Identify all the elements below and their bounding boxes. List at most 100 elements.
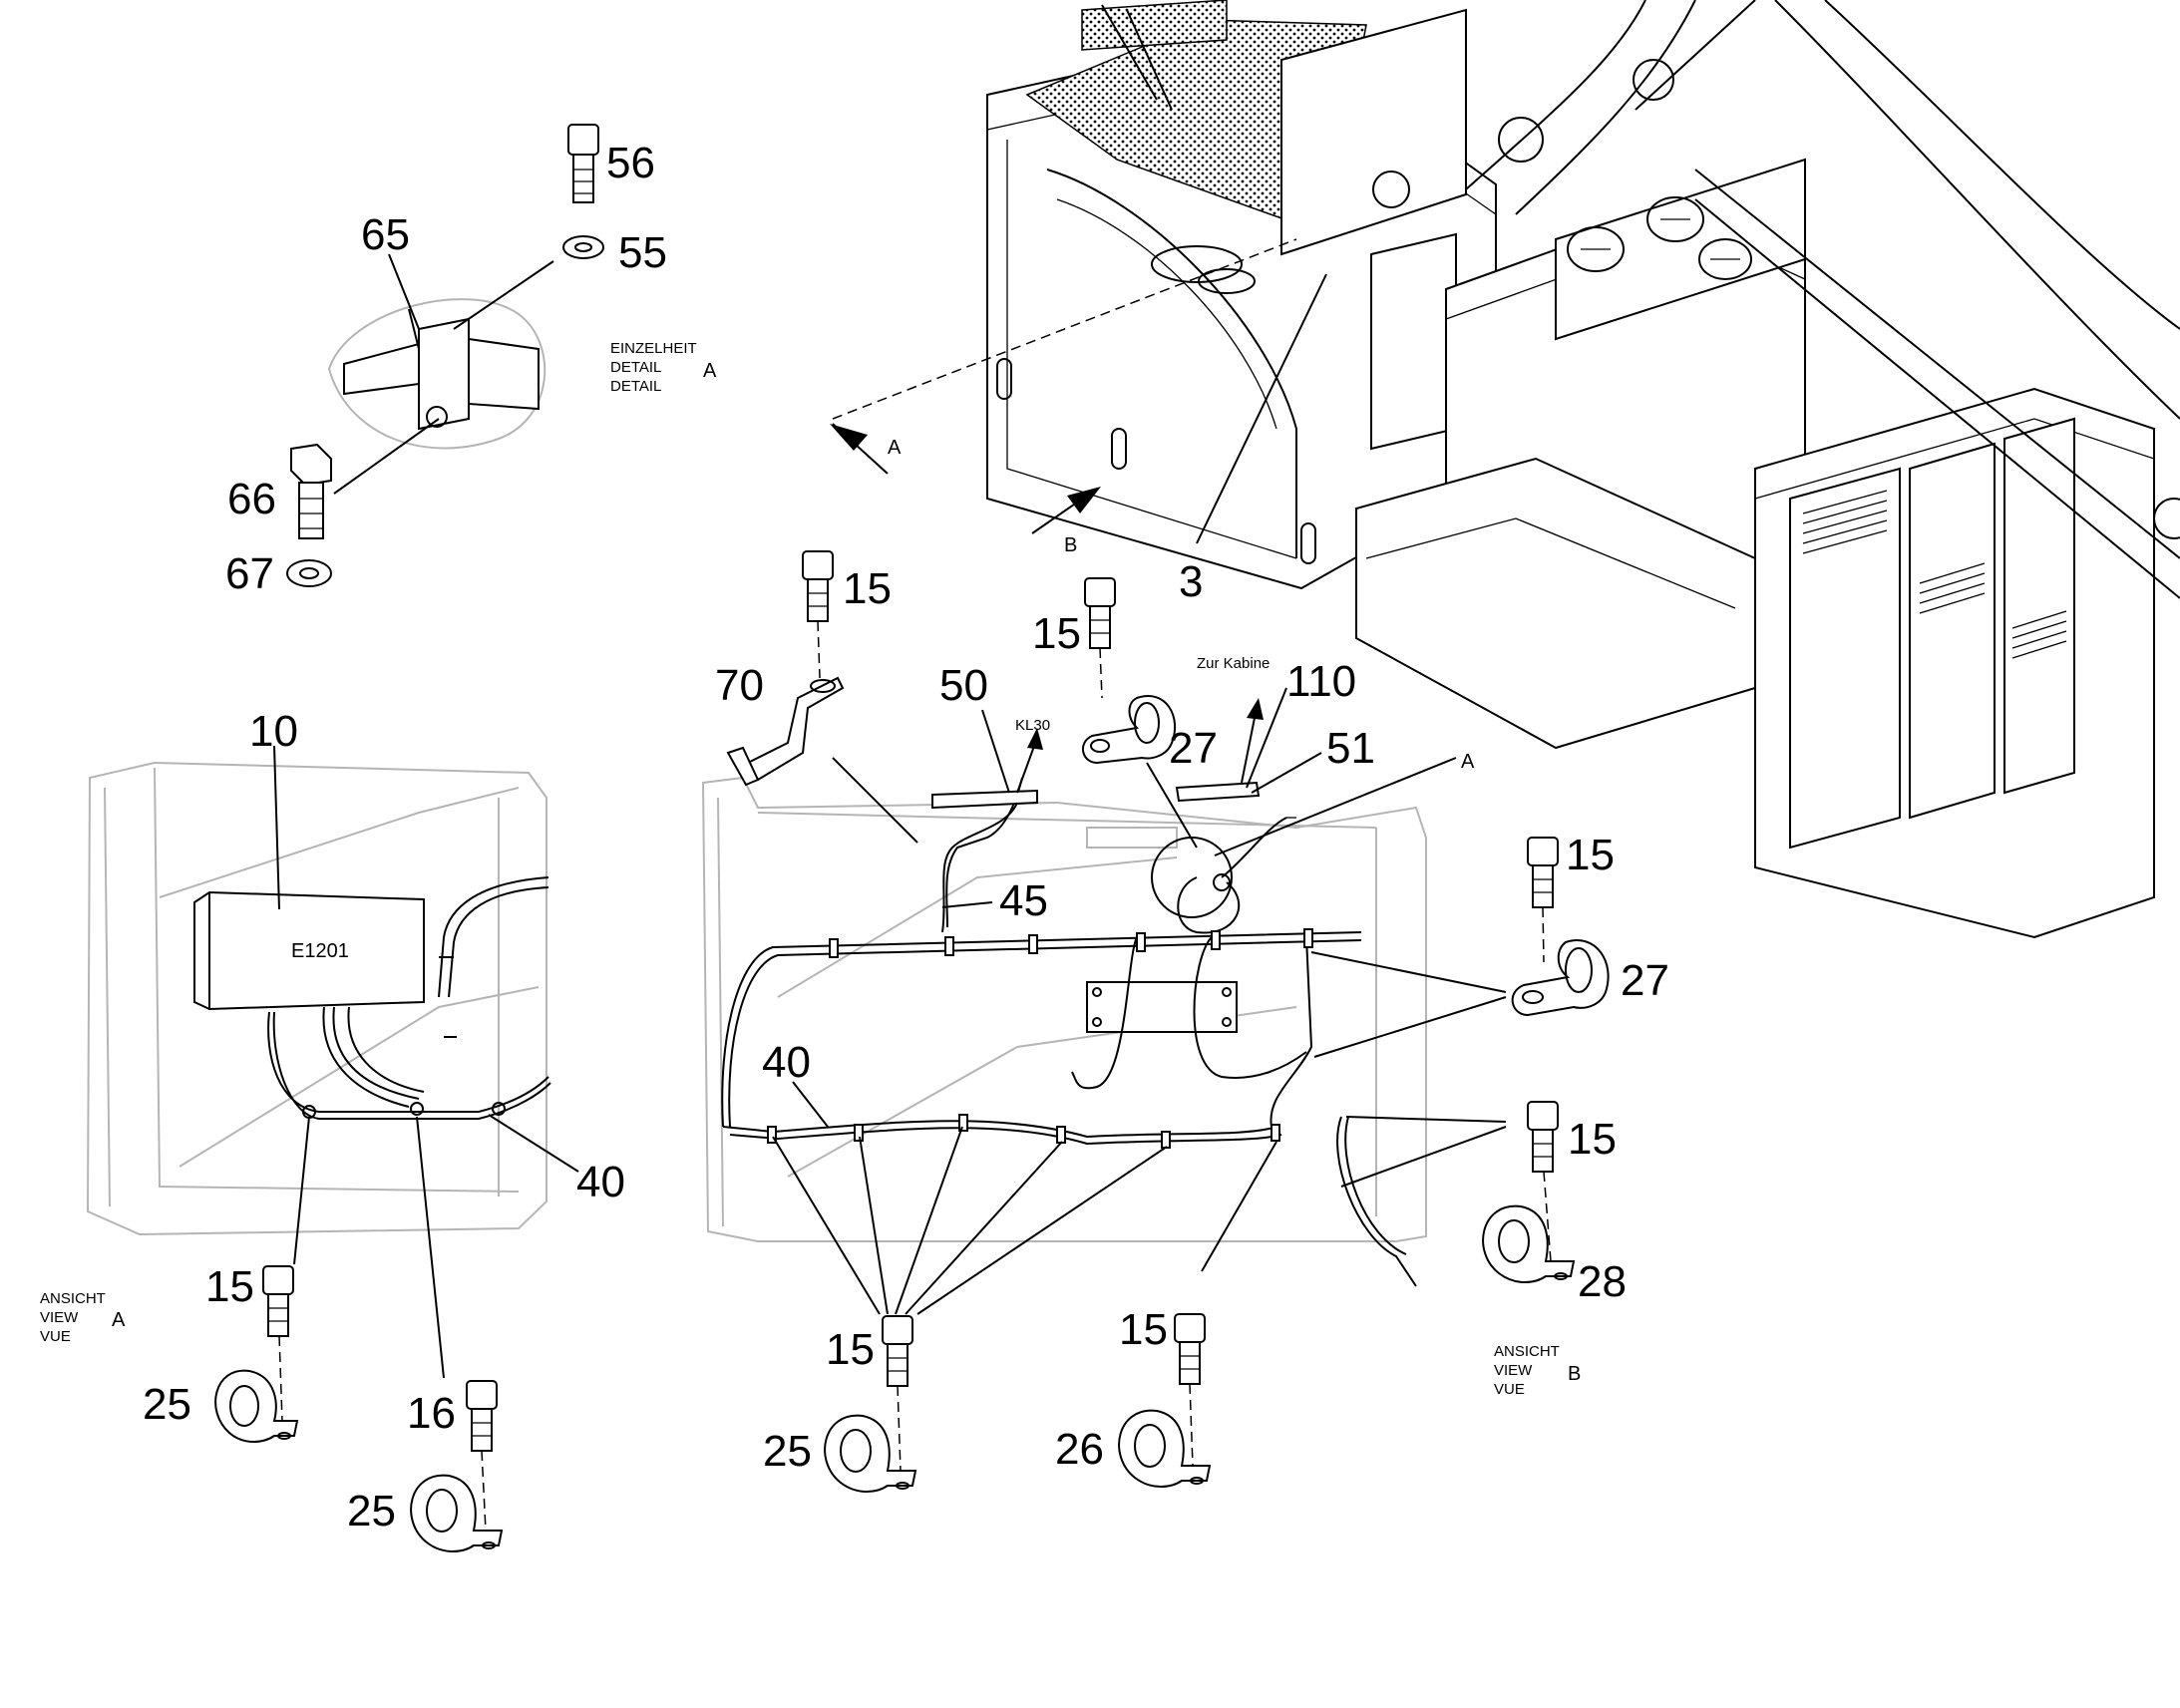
callout-40-left: 40 bbox=[576, 1158, 625, 1206]
leader-45 bbox=[941, 901, 993, 908]
callout-40-mid: 40 bbox=[762, 1038, 811, 1087]
washer-67 bbox=[286, 559, 332, 587]
view-b-caption-line2: VIEW bbox=[1494, 1362, 1533, 1379]
callout-15-top-b: 15 bbox=[1032, 609, 1081, 658]
view-b-bracket bbox=[1086, 981, 1238, 1033]
detail-caption-letter: A bbox=[703, 360, 717, 382]
view-b-caption: ANSICHT VIEW VUE B bbox=[1494, 1343, 1581, 1398]
clamp-25-left-a bbox=[214, 1335, 299, 1443]
view-b-panel bbox=[701, 776, 1427, 1242]
leader-51 bbox=[1251, 752, 1322, 794]
part-51 bbox=[1175, 698, 1264, 803]
view-a-caption-line3: VUE bbox=[40, 1328, 71, 1345]
callout-15-right-b: 15 bbox=[1568, 1115, 1617, 1164]
callout-25-left-b: 25 bbox=[347, 1487, 396, 1536]
arrow-label-a: A bbox=[888, 437, 902, 459]
callout-15-top-a: 15 bbox=[843, 564, 892, 613]
module-e1201: E1201 bbox=[193, 890, 425, 1011]
leader-70 bbox=[832, 757, 918, 844]
screw-15-mid-a bbox=[882, 1315, 913, 1387]
view-a-caption: ANSICHT VIEW VUE A bbox=[40, 1290, 126, 1345]
zur-kabine-label: Zur Kabine bbox=[1197, 655, 1270, 672]
leader-40-mid bbox=[792, 1081, 829, 1128]
screw-15-right-a bbox=[1527, 837, 1559, 963]
leader-110 bbox=[1246, 687, 1287, 789]
leader-27-right-a bbox=[1310, 951, 1507, 993]
callout-67: 67 bbox=[225, 549, 274, 598]
view-b-caption-letter: B bbox=[1568, 1363, 1581, 1385]
leader-15-right-b2 bbox=[1340, 1126, 1507, 1188]
callout-56: 56 bbox=[606, 139, 655, 187]
clamp-27-top bbox=[1082, 695, 1177, 765]
detail-a: 65 bbox=[327, 210, 554, 495]
callout-3: 3 bbox=[1179, 557, 1203, 606]
engine-grilles bbox=[1802, 490, 2067, 659]
screw-15-top-b bbox=[1084, 577, 1116, 699]
callout-10: 10 bbox=[249, 707, 298, 756]
callout-50: 50 bbox=[939, 661, 988, 710]
leader-10 bbox=[273, 745, 280, 910]
view-b-caption-line1: ANSICHT bbox=[1494, 1343, 1560, 1360]
callout-110: 110 bbox=[1286, 657, 1356, 706]
callout-45: 45 bbox=[999, 876, 1048, 925]
callout-55: 55 bbox=[618, 228, 667, 277]
callout-16: 16 bbox=[407, 1389, 456, 1438]
callout-70: 70 bbox=[715, 661, 764, 710]
screw-15-left bbox=[262, 1265, 294, 1337]
callout-15-left: 15 bbox=[205, 1262, 254, 1311]
callout-51: 51 bbox=[1326, 724, 1375, 773]
leader-15-right-b1 bbox=[1345, 1116, 1507, 1123]
part-50 bbox=[931, 728, 1043, 933]
leader-50 bbox=[981, 709, 1010, 794]
screw-16 bbox=[466, 1380, 498, 1452]
leader-15-left bbox=[293, 1116, 310, 1265]
machine-assembly bbox=[986, 0, 2180, 939]
detail-caption-line3: DETAIL bbox=[610, 378, 661, 395]
detail-ref-label: A bbox=[1461, 751, 1475, 773]
callout-15-mid-a: 15 bbox=[826, 1325, 875, 1374]
leader-40-left bbox=[488, 1114, 579, 1173]
harness-clips bbox=[767, 928, 1313, 1149]
view-a-caption-line2: VIEW bbox=[40, 1309, 79, 1326]
view-a-caption-line1: ANSICHT bbox=[40, 1290, 106, 1307]
callout-28: 28 bbox=[1578, 1257, 1627, 1306]
callout-26: 26 bbox=[1055, 1425, 1104, 1474]
detail-a-caption: EINZELHEIT DETAIL DETAIL A bbox=[610, 340, 717, 395]
clamp-26 bbox=[1118, 1383, 1212, 1488]
view-a-caption-letter: A bbox=[112, 1309, 126, 1331]
view-a-harness bbox=[267, 876, 551, 1120]
view-arrow-a: A bbox=[830, 238, 1297, 475]
detail-ref-leader bbox=[1214, 757, 1457, 856]
leader-16 bbox=[416, 1116, 445, 1379]
screw-15-top-a bbox=[802, 550, 834, 679]
detail-caption-line2: DETAIL bbox=[610, 359, 661, 376]
view-arrow-b: B bbox=[1031, 487, 1101, 556]
leaders-15-mid-a bbox=[772, 1126, 1168, 1315]
washer-55 bbox=[562, 235, 604, 259]
callout-15-right-a: 15 bbox=[1566, 831, 1615, 879]
callout-25-left-a: 25 bbox=[143, 1380, 191, 1429]
leader-15-mid-b bbox=[1201, 1141, 1277, 1272]
view-b-caption-line3: VUE bbox=[1494, 1381, 1525, 1398]
callout-25-mid: 25 bbox=[763, 1427, 812, 1476]
leader-3 bbox=[1196, 273, 1327, 544]
kl30-label: KL30 bbox=[1015, 717, 1050, 734]
view-b-harness bbox=[721, 757, 1457, 1287]
screw-15-mid-b bbox=[1174, 1313, 1206, 1385]
module-label: E1201 bbox=[291, 940, 349, 962]
detail-caption-line1: EINZELHEIT bbox=[610, 340, 697, 357]
arrow-label-b: B bbox=[1064, 534, 1077, 556]
leader-27-right-b bbox=[1313, 996, 1507, 1058]
bolt-66 bbox=[290, 443, 332, 539]
bolt-56 bbox=[567, 124, 599, 203]
callout-15-mid-b: 15 bbox=[1119, 1305, 1168, 1354]
clamp-28 bbox=[1482, 1171, 1576, 1283]
callout-65: 65 bbox=[361, 210, 410, 259]
callout-66: 66 bbox=[227, 475, 276, 523]
leader-27-top bbox=[1146, 762, 1198, 849]
callout-27-top: 27 bbox=[1169, 724, 1218, 773]
bracket-70 bbox=[726, 676, 845, 787]
screw-15-right-b bbox=[1527, 1101, 1559, 1173]
clamp-25-mid bbox=[824, 1385, 917, 1493]
